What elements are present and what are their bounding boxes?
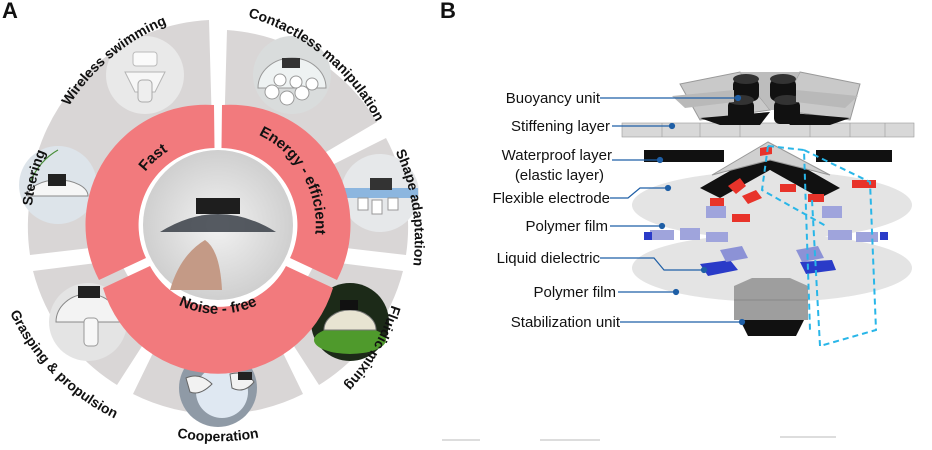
flexible-electrode <box>710 146 876 222</box>
segment-label-cooperation: Cooperation <box>176 425 259 445</box>
label-flexible-electrode: Flexible electrode <box>492 190 610 207</box>
photo-grasping-propulsion <box>49 283 127 361</box>
ring-segment-fast <box>85 104 215 281</box>
stabilization-unit <box>734 278 808 336</box>
label-liquid-dielectric: Liquid dielectric <box>497 250 601 267</box>
center-photo-hand-robot <box>143 150 293 300</box>
label-buoyancy-unit: Buoyancy unit <box>506 90 601 107</box>
panel-a-wheel: Wireless swimming Contactless manipulati… <box>7 4 428 445</box>
label-polymer-film-upper: Polymer film <box>525 218 608 235</box>
ring-segment-noise-free <box>103 266 333 374</box>
label-waterproof-layer: Waterproof layer <box>502 147 612 164</box>
label-elastic-layer: (elastic layer) <box>515 167 604 184</box>
stiffening-layer-bar <box>621 122 915 138</box>
photo-fluidic-mixing <box>311 283 389 361</box>
dashed-section-outline <box>760 145 878 347</box>
ring-segment-energy-efficient <box>221 104 351 281</box>
photo-contactless-manipulation <box>253 36 331 114</box>
waterproof-layer-wing-right <box>816 150 892 162</box>
buoyancy-unit-cylinders <box>728 74 800 124</box>
panel-a-letter: A <box>2 0 18 23</box>
waterproof-layer-wing-left <box>644 150 724 162</box>
label-stabilization-unit: Stabilization unit <box>511 314 621 331</box>
panel-b-letter: B <box>440 0 456 23</box>
photo-steering <box>19 146 97 224</box>
liquid-dielectric-pads <box>644 206 888 276</box>
photo-wireless-swimming <box>106 36 184 114</box>
panel-b-exploded-diagram: Buoyancy unit Stiffening layer Waterproo… <box>442 71 915 441</box>
photo-shape-adaptation <box>341 154 419 232</box>
label-stiffening-layer: Stiffening layer <box>511 118 610 135</box>
label-polymer-film-lower: Polymer film <box>533 284 616 301</box>
polymer-film-disk-lower <box>632 234 912 302</box>
